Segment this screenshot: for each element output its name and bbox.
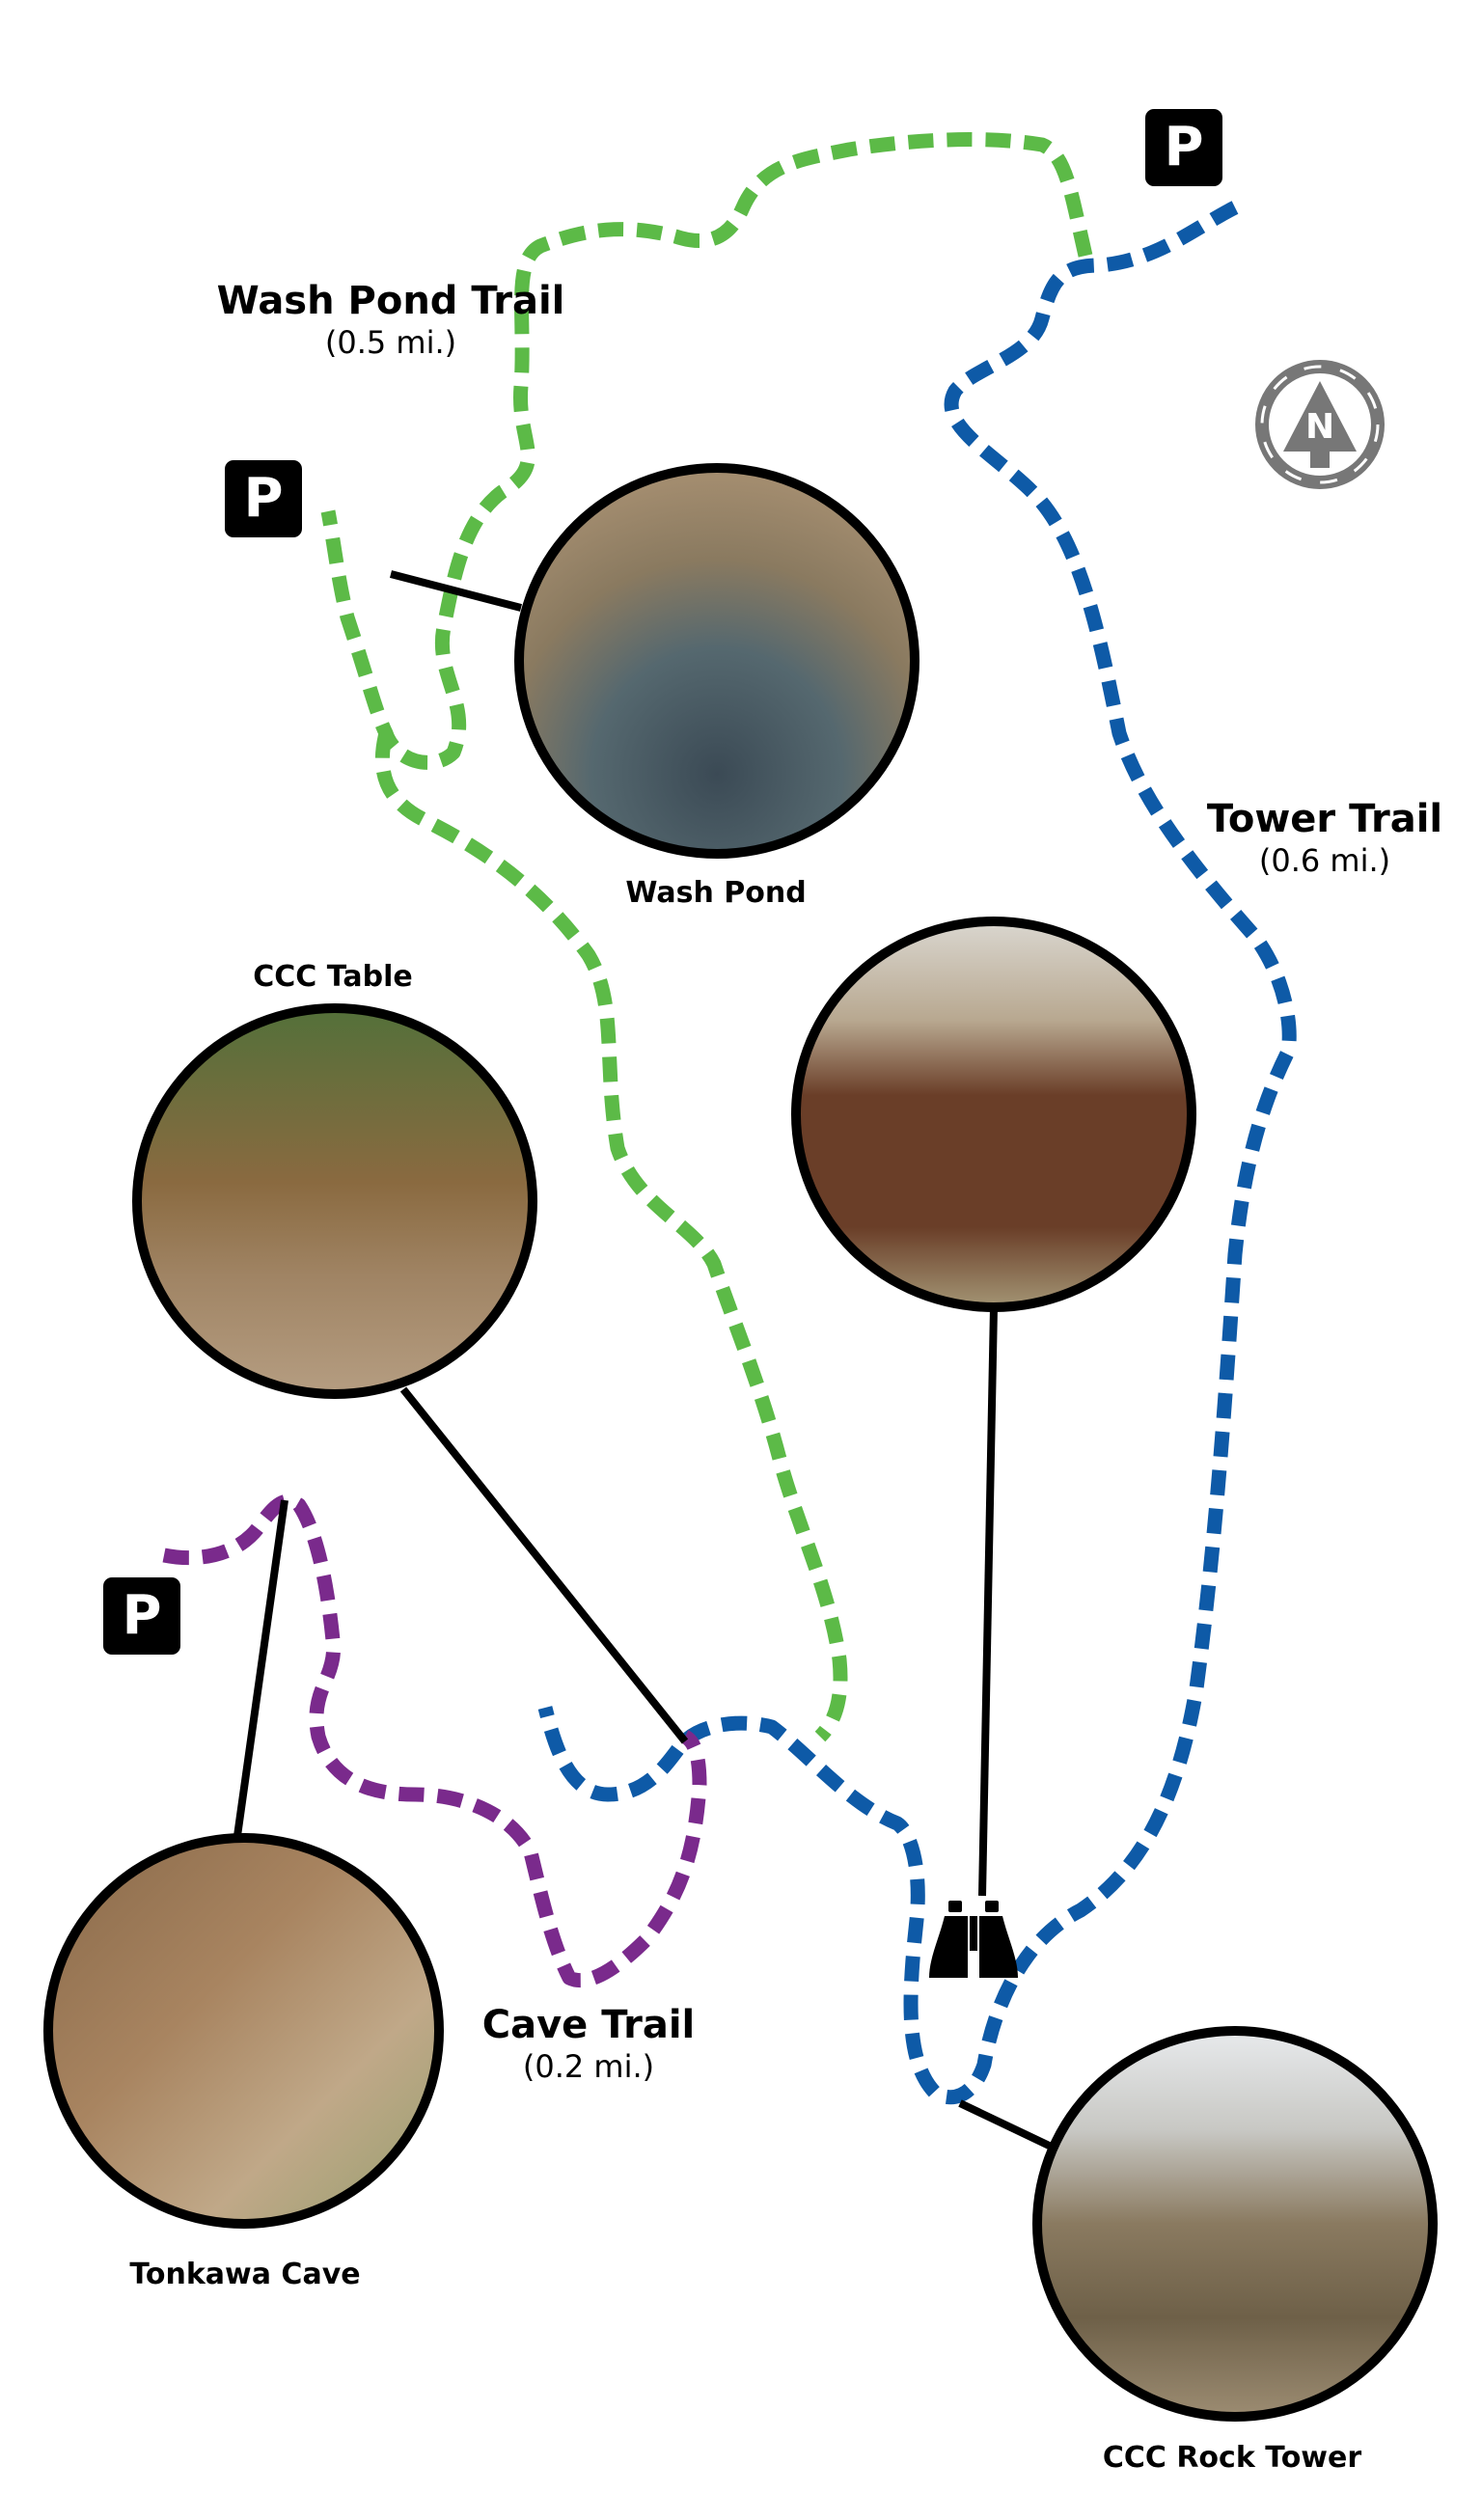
cave-trail-path <box>162 1493 707 1988</box>
parking-icon: P <box>225 460 302 537</box>
tonkawa-cave-label: Tonkawa Cave <box>129 2258 361 2291</box>
tower-trail-label: Tower Trail (0.6 mi.) <box>1207 796 1442 879</box>
rock-tower-leader <box>958 2099 1063 2155</box>
svg-text:N: N <box>1305 407 1334 447</box>
trail-name: Tower Trail <box>1206 797 1443 841</box>
trail-distance: (0.5 mi.) <box>324 324 457 361</box>
ccc-table-leader <box>399 1386 689 1744</box>
ccc-table-label: CCC Table <box>253 960 413 994</box>
trail-name: Cave Trail <box>481 2003 696 2047</box>
trail-distance: (0.2 mi.) <box>522 2048 655 2085</box>
wash-pond-photo <box>514 463 919 859</box>
bird-blind-leader <box>978 1306 998 1897</box>
ccc-rock-tower-label: CCC Rock Tower <box>1102 2441 1362 2475</box>
trail-name: Wash Pond Trail <box>216 279 565 323</box>
north-arrow-icon: N <box>1255 360 1385 489</box>
bird-blind-photo <box>791 917 1196 1312</box>
tower-trail-path <box>537 201 1297 2105</box>
parking-icon: P <box>1145 109 1222 186</box>
parking-icon: P <box>103 1577 180 1655</box>
ccc-table-photo <box>132 1003 537 1399</box>
binoculars-icon <box>929 1901 1018 1978</box>
tonkawa-cave-photo <box>43 1833 444 2229</box>
wash-pond-trail-label: Wash Pond Trail (0.5 mi.) <box>217 278 565 361</box>
wash-pond-trail-path <box>320 132 1093 1742</box>
wash-pond-label: Wash Pond <box>625 876 807 910</box>
tonkawa-cave-leader <box>233 1499 288 1844</box>
ccc-rock-tower-photo <box>1032 2026 1438 2422</box>
cave-trail-label: Cave Trail (0.2 mi.) <box>482 2002 696 2085</box>
wash-pond-leader <box>389 570 523 612</box>
trail-distance: (0.6 mi.) <box>1258 842 1391 879</box>
